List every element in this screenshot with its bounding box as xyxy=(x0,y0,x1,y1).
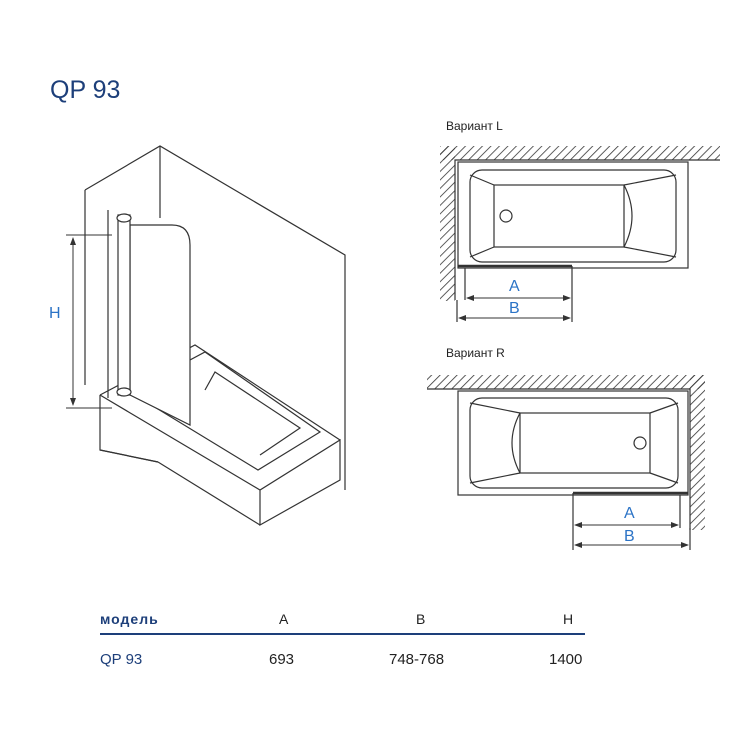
header-h: H xyxy=(563,611,574,627)
variant-r-label: Вариант R xyxy=(446,346,505,360)
header-model: модель xyxy=(100,611,159,627)
cell-a: 693 xyxy=(269,651,295,668)
variant-r-dim-b: B xyxy=(624,528,635,545)
cell-model: QP 93 xyxy=(100,651,143,668)
variant-r-dim-a: A xyxy=(624,505,635,522)
bathtub-3d-view xyxy=(84,145,346,527)
header-a: A xyxy=(279,611,289,627)
cell-h: 1400 xyxy=(549,651,583,668)
header-b: B xyxy=(416,611,426,627)
cell-b: 748-768 xyxy=(389,651,445,668)
variant-l-plan xyxy=(440,146,720,322)
variant-l-label: Вариант L xyxy=(446,119,503,133)
height-label: H xyxy=(49,305,61,322)
variant-l-dim-b: B xyxy=(509,300,520,317)
page-title: QP 93 xyxy=(50,76,121,104)
height-dimension xyxy=(66,234,112,409)
variant-l-dim-a: A xyxy=(509,278,520,295)
variant-r-plan xyxy=(427,375,705,550)
